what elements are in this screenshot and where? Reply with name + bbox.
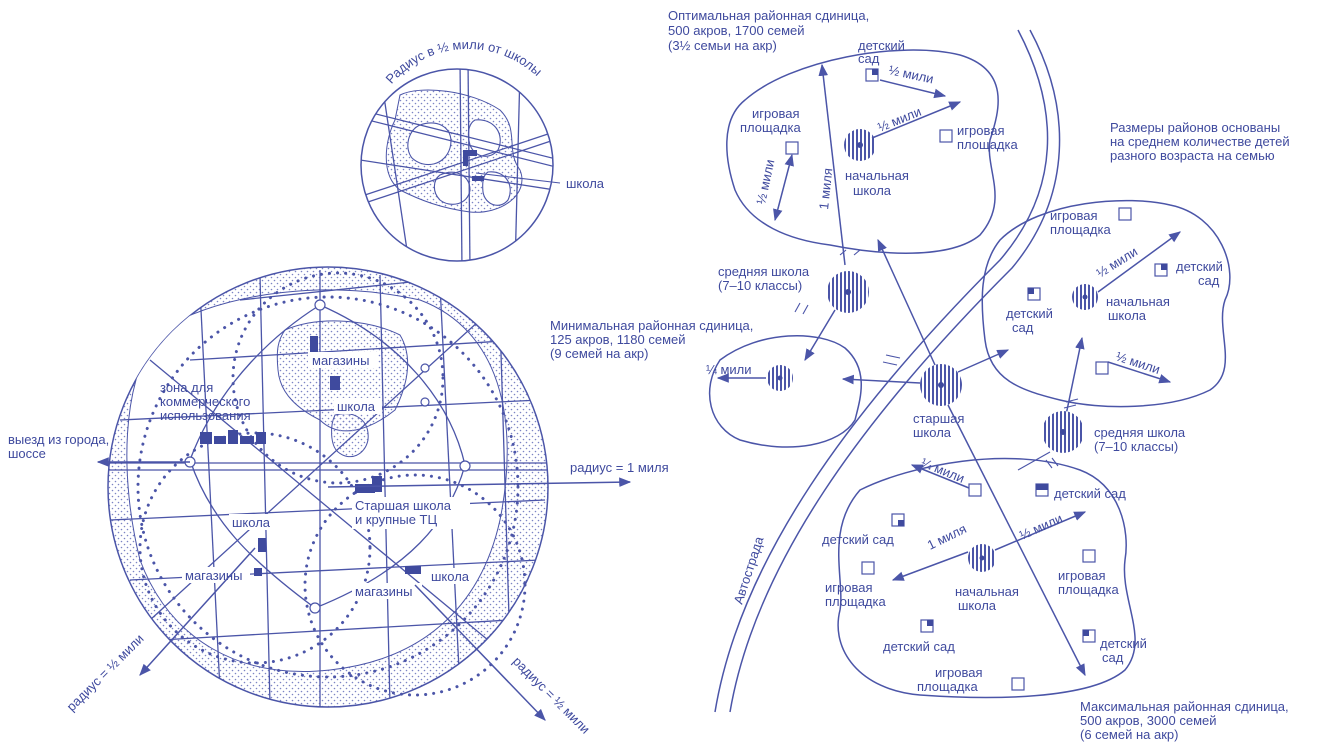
top-map: школа Радиус в ½ мили от школы — [350, 37, 605, 270]
maximal-playground-s-label-2: площадка — [917, 679, 978, 694]
maximal-playground-w-label-2: площадка — [825, 594, 886, 609]
right-playground-top-label-1: игровая — [1050, 208, 1098, 223]
optimal-unit: Оптимальная районная сдиница, 500 акров,… — [668, 8, 1018, 265]
minimal-unit: Минимальная районная сдиница, 125 акров,… — [550, 303, 861, 447]
right-unit: игровая площадка начальная школа ½ мили … — [982, 120, 1289, 415]
commercial-zone-buildings — [200, 430, 266, 444]
right-kindergarten-west-label-1: детский — [1006, 306, 1053, 321]
maximal-kindergarten-ne-label: детский сад — [1054, 486, 1126, 501]
optimal-elementary-label-1: начальная — [845, 168, 909, 183]
right-kindergarten-label-1: детский — [1176, 259, 1223, 274]
middle-school-east-label-2: (7–10 классы) — [1094, 439, 1178, 454]
middle-school-east-label-1: средняя школа — [1094, 425, 1186, 440]
maximal-kindergarten-w-label: детский сад — [822, 532, 894, 547]
right-kindergarten-label-2: сад — [1198, 273, 1220, 288]
maximal-playground-e-label-2: площадка — [1058, 582, 1119, 597]
optimal-half-mile-label-1: ½ мили — [887, 62, 935, 86]
right-kindergarten-west-label-2: сад — [1012, 320, 1034, 335]
right-elementary-label-1: начальная — [1106, 294, 1170, 309]
optimal-title-2: 500 акров, 1700 семей — [668, 23, 805, 38]
maximal-title-3: (6 семей на акр) — [1080, 727, 1178, 742]
optimal-playground-west-label-2: площадка — [740, 120, 801, 135]
exit-label-2: шоссе — [8, 446, 46, 461]
top-map-radius-label: Радиус в ½ мили от школы — [383, 37, 545, 87]
high-school-label-1: Старшая школа — [355, 498, 452, 513]
maximal-one-mile-label: 1 миля — [925, 521, 969, 553]
minimal-quarter-mile-label: ¼ мили — [706, 362, 752, 377]
minimal-unit-boundary — [710, 336, 862, 447]
optimal-playground-west-label-1: игровая — [752, 106, 800, 121]
commercial-zone-label-3: использования — [160, 408, 251, 423]
optimal-title-1: Оптимальная районная сдиница, — [668, 8, 869, 23]
optimal-playground-east-label-2: площадка — [957, 137, 1018, 152]
middle-school-north-label-2: (7–10 классы) — [718, 278, 802, 293]
maximal-playground-e-label-1: игровая — [1058, 568, 1106, 583]
minimal-title-2: 125 акров, 1180 семей — [550, 332, 686, 347]
radius-half-mile-label-south: радиус = ½ мили — [510, 654, 593, 737]
maximal-elementary-label-2: школа — [958, 598, 997, 613]
maximal-playground-w-label-1: игровая — [825, 580, 873, 595]
right-elementary-label-2: школа — [1108, 308, 1147, 323]
radius-half-mile-label-west: радиус = ½ мили — [64, 631, 147, 714]
radius-one-mile-label: радиус = 1 миля — [570, 460, 669, 475]
shops-label-south: магазины — [355, 584, 412, 599]
maximal-quarter-mile-label: ¼ мили — [919, 455, 967, 486]
commercial-zone-label-1: зона для — [160, 380, 213, 395]
exit-label-1: выезд из города, — [8, 432, 109, 447]
maximal-half-mile-label: ½ мили — [1017, 511, 1065, 543]
note-line-3: разного возраста на семью — [1110, 148, 1275, 163]
shops-label-west: магазины — [185, 568, 242, 583]
optimal-kindergarten-label-2: сад — [858, 51, 880, 66]
minimal-title-1: Минимальная районная сдиница, — [550, 318, 753, 333]
optimal-elementary-label-2: школа — [853, 183, 892, 198]
school-label-west: школа — [232, 515, 271, 530]
high-school-label-2: и крупные ТЦ — [355, 512, 437, 527]
school-label-south: школа — [431, 569, 470, 584]
maximal-elementary-label-1: начальная — [955, 584, 1019, 599]
right-playground-top-label-2: площадка — [1050, 222, 1111, 237]
maximal-title-1: Максимальная районная сдиница, — [1080, 699, 1289, 714]
middle-school-north: средняя школа (7–10 классы) — [718, 264, 869, 313]
maximal-kindergarten-se-label-2: сад — [1102, 650, 1124, 665]
right-half-mile-label-1: ½ мили — [1094, 244, 1141, 281]
minimal-title-3: (9 семей на акр) — [550, 346, 648, 361]
optimal-playground-icon-west — [786, 142, 798, 154]
optimal-title-3: (3½ семьи на акр) — [668, 38, 777, 53]
top-map-school-label: школа — [566, 176, 605, 191]
middle-school-north-label-1: средняя школа — [718, 264, 810, 279]
note-line-2: на среднем количестве детей — [1110, 134, 1290, 149]
school-label-north: школа — [337, 399, 376, 414]
maximal-unit: Максимальная районная сдиница, 500 акров… — [822, 455, 1289, 742]
optimal-one-mile-label: 1 миля — [816, 167, 835, 210]
high-school-label-2: школа — [913, 425, 952, 440]
optimal-playground-icon-east — [940, 130, 952, 142]
commercial-zone-label-2: коммерческого — [160, 394, 250, 409]
maximal-playground-s-label-1: игровая — [935, 665, 983, 680]
shops-label-north: магазины — [312, 353, 369, 368]
optimal-half-mile-label-2: ½ мили — [876, 104, 924, 135]
maximal-title-2: 500 акров, 3000 семей — [1080, 713, 1217, 728]
optimal-playground-east-label-1: игровая — [957, 123, 1005, 138]
optimal-half-mile-label-3: ½ мили — [753, 158, 777, 206]
note-line-1: Размеры районов основаны — [1110, 120, 1280, 135]
right-half-mile-label-2: ½ мили — [1114, 349, 1162, 377]
maximal-kindergarten-se-label-1: детский — [1100, 636, 1147, 651]
maximal-kindergarten-s-label: детский сад — [883, 639, 955, 654]
